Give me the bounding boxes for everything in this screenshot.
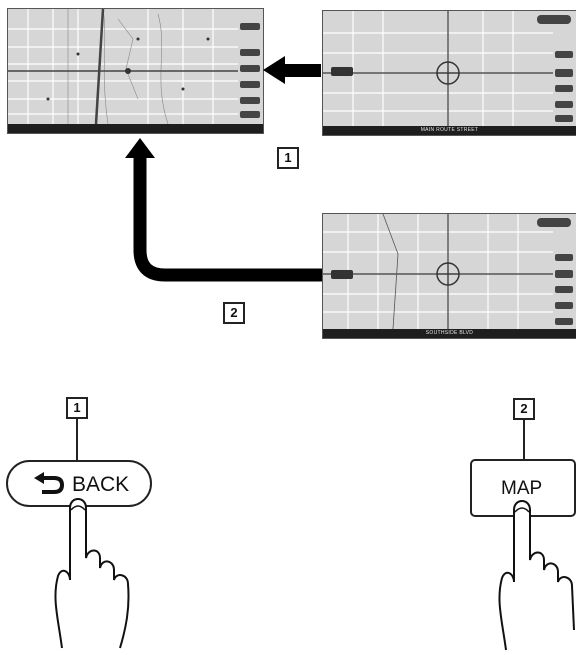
map-step-label: 2	[513, 398, 535, 420]
back-callout-line	[76, 419, 78, 461]
map-callout-line	[523, 420, 525, 460]
back-step-label: 1	[66, 397, 88, 419]
step1-label: 1	[277, 147, 299, 169]
pointing-hand-icon	[490, 490, 576, 655]
step1-arrow-icon	[263, 56, 321, 84]
flow-arrows	[0, 0, 576, 360]
step2-label: 2	[223, 302, 245, 324]
pointing-hand-icon	[40, 488, 140, 655]
